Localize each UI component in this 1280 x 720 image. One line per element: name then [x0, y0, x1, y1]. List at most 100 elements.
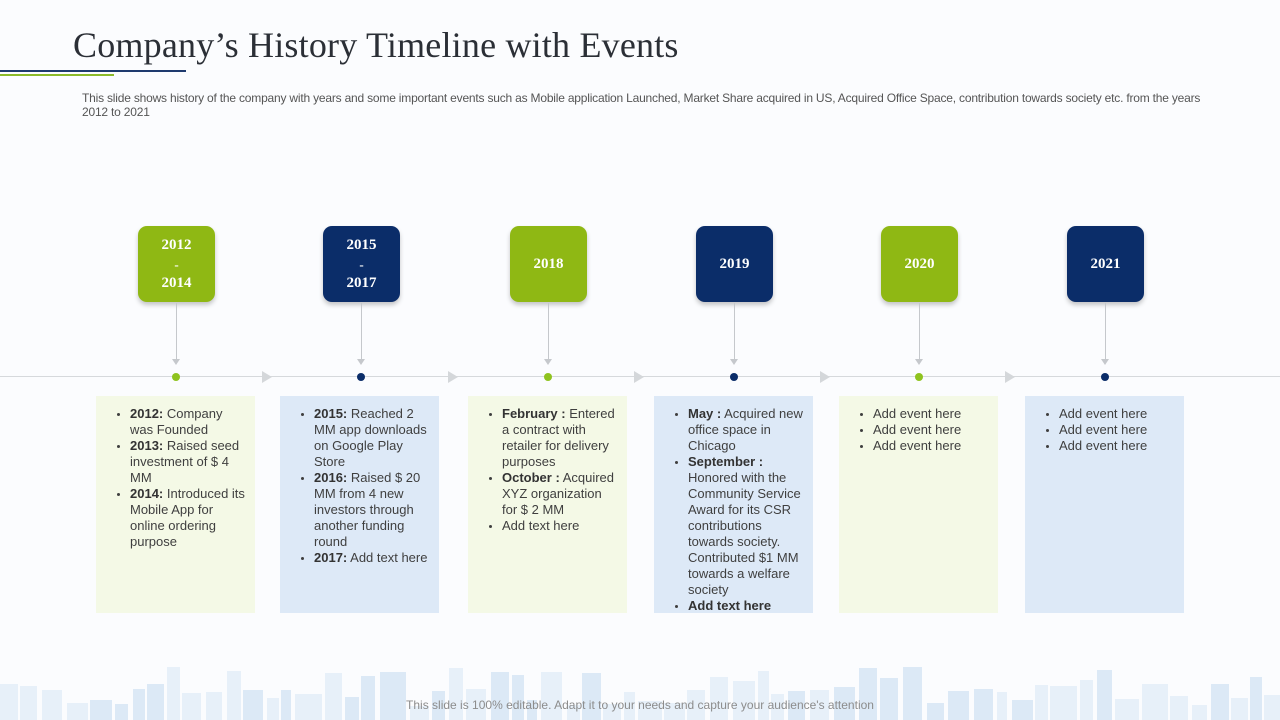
event-item: Add text here: [502, 518, 617, 534]
event-item: February : Entered a contract with retai…: [502, 406, 617, 470]
timeline-arrow: [262, 371, 272, 383]
event-item: Add event here: [1059, 406, 1174, 422]
event-item: Add event here: [1059, 422, 1174, 438]
year-label: 2015: [346, 236, 377, 253]
event-text: Add event here: [1059, 438, 1148, 453]
slide-description: This slide shows history of the company …: [82, 91, 1201, 119]
event-text: Raised seed investment of $ 4 MM: [130, 438, 240, 485]
event-item: 2012: Company was Founded: [130, 406, 245, 438]
event-label: February :: [502, 406, 566, 421]
timeline-arrow: [820, 371, 830, 383]
event-text: Company was Founded: [130, 406, 223, 437]
event-item: Add event here: [873, 422, 988, 438]
event-text: Acquired XYZ organization for $ 2 MM: [502, 470, 614, 517]
event-label: 2016:: [314, 470, 348, 485]
year-label: 2018: [533, 255, 564, 272]
timeline-node: [172, 373, 180, 381]
event-item: 2015: Reached 2 MM app downloads on Goog…: [314, 406, 429, 470]
event-label: 2012:: [130, 406, 164, 421]
year-label: 2014: [161, 274, 192, 291]
event-card: February : Entered a contract with retai…: [468, 396, 627, 613]
timeline-node: [544, 373, 552, 381]
year-label: 2020: [904, 255, 935, 272]
timeline-node: [1101, 373, 1109, 381]
event-item: October : Acquired XYZ organization for …: [502, 470, 617, 518]
connector-arrowhead: [357, 359, 365, 365]
event-card: May : Acquired new office space in Chica…: [654, 396, 813, 613]
event-text: Raised $ 20 MM from 4 new investors thro…: [314, 470, 421, 549]
event-item: 2013: Raised seed investment of $ 4 MM: [130, 438, 245, 486]
event-text: Introduced its Mobile App for online ord…: [130, 486, 245, 549]
event-list: February : Entered a contract with retai…: [478, 406, 617, 534]
event-text: Acquired new office space in Chicago: [688, 406, 803, 453]
connector-arrowhead: [915, 359, 923, 365]
event-list: Add event hereAdd event hereAdd event he…: [849, 406, 988, 454]
event-text: Reached 2 MM app downloads on Google Pla…: [314, 406, 427, 469]
timeline-node: [730, 373, 738, 381]
connector-arrowhead: [1101, 359, 1109, 365]
event-item: 2016: Raised $ 20 MM from 4 new investor…: [314, 470, 429, 550]
timeline-arrow: [448, 371, 458, 383]
event-item: Add event here: [873, 406, 988, 422]
connector-line: [918, 303, 920, 360]
event-text: Add event here: [873, 438, 962, 453]
event-card: Add event hereAdd event hereAdd event he…: [839, 396, 998, 613]
event-text: Add event here: [873, 422, 962, 437]
year-label: 2012: [161, 236, 192, 253]
connector-line: [360, 303, 362, 360]
event-list: May : Acquired new office space in Chica…: [664, 406, 803, 613]
event-label: 2017:: [314, 550, 348, 565]
event-text: Honored with the Community Service Award…: [688, 470, 801, 597]
event-item: Add event here: [873, 438, 988, 454]
timeline-arrow: [634, 371, 644, 383]
event-card: Add event hereAdd event hereAdd event he…: [1025, 396, 1184, 613]
city-skyline-decoration: [0, 667, 1280, 720]
event-text: Add event here: [873, 406, 962, 421]
event-card: 2015: Reached 2 MM app downloads on Goog…: [280, 396, 439, 613]
event-text: Add event here: [1059, 422, 1148, 437]
year-badge: 2018: [510, 226, 587, 302]
event-label: September :: [688, 454, 764, 469]
year-label: 2019: [719, 255, 750, 272]
year-badge: 2012 - 2014: [138, 226, 215, 302]
event-text: Entered a contract with retailer for del…: [502, 406, 615, 469]
timeline-arrow: [1005, 371, 1015, 383]
connector-line: [175, 303, 177, 360]
connector-line: [1104, 303, 1106, 360]
connector-line: [547, 303, 549, 360]
event-item: May : Acquired new office space in Chica…: [688, 406, 803, 454]
event-list: Add event hereAdd event hereAdd event he…: [1035, 406, 1174, 454]
event-label: 2014:: [130, 486, 164, 501]
event-label: May :: [688, 406, 722, 421]
event-item: 2014: Introduced its Mobile App for onli…: [130, 486, 245, 550]
title-underline-green: [0, 74, 114, 76]
connector-arrowhead: [544, 359, 552, 365]
year-label: 2017: [346, 274, 377, 291]
connector-line: [733, 303, 735, 360]
year-badge: 2019: [696, 226, 773, 302]
year-badge: 2021: [1067, 226, 1144, 302]
event-list: 2015: Reached 2 MM app downloads on Goog…: [290, 406, 429, 566]
event-label: 2015:: [314, 406, 348, 421]
year-label: -: [359, 256, 364, 272]
event-item: Add text here: [688, 598, 803, 613]
event-text: Add event here: [1059, 406, 1148, 421]
event-item: Add event here: [1059, 438, 1174, 454]
connector-arrowhead: [172, 359, 180, 365]
event-label: October :: [502, 470, 560, 485]
event-item: 2017: Add text here: [314, 550, 429, 566]
connector-arrowhead: [730, 359, 738, 365]
event-label: Add text here: [688, 598, 772, 613]
timeline-node: [915, 373, 923, 381]
year-badge: 2015 - 2017: [323, 226, 400, 302]
year-label: -: [174, 256, 179, 272]
footer-note: This slide is 100% editable. Adapt it to…: [406, 698, 874, 712]
event-card: 2012: Company was Founded2013: Raised se…: [96, 396, 255, 613]
year-label: 2021: [1090, 255, 1121, 272]
event-item: September : Honored with the Community S…: [688, 454, 803, 598]
event-label: 2013:: [130, 438, 164, 453]
timeline-node: [357, 373, 365, 381]
event-text: Add text here: [347, 550, 428, 565]
title-underline-navy: [0, 70, 186, 72]
page-title: Company’s History Timeline with Events: [73, 25, 679, 65]
